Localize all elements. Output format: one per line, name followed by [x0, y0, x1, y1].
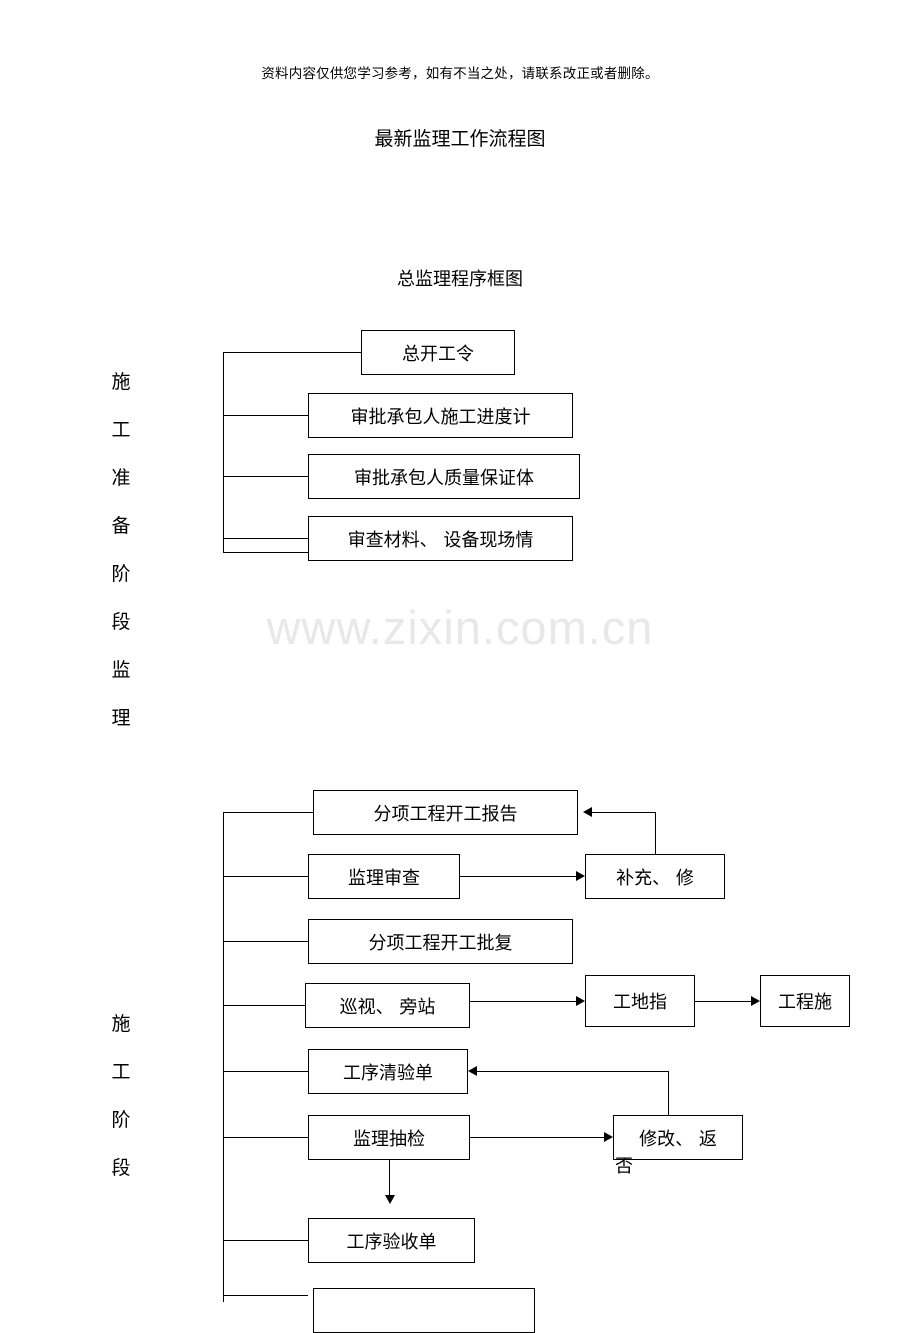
stage1-char-3: 备 — [111, 515, 131, 537]
flow-box-supervision-review[interactable]: 监理审查 — [308, 854, 460, 899]
stage2-label: 施 工 阶 段 — [106, 1000, 136, 1192]
flow-box-supervision-sampling[interactable]: 监理抽检 — [308, 1115, 470, 1160]
page-title: 最新监理工作流程图 — [374, 128, 546, 150]
flow-box-subproject-start-approval[interactable]: 分项工程开工批复 — [308, 919, 573, 964]
stage2-branch-3 — [223, 941, 308, 943]
stage2-branch-5 — [223, 1071, 308, 1073]
connector-supplement-to-report — [592, 812, 655, 814]
connector-supplement-up — [655, 812, 657, 854]
arrow-rework-to-clearance — [468, 1066, 477, 1076]
stage1-char-1: 工 — [111, 419, 131, 441]
flow-box-project-construction[interactable]: 工程施 — [760, 975, 850, 1027]
stage2-branch-4 — [223, 1005, 308, 1007]
stray-label-no: 否 — [615, 1156, 633, 1177]
stage2-branch-2 — [223, 876, 308, 878]
stage2-char-1: 工 — [111, 1061, 131, 1083]
stage2-branch-6 — [223, 1137, 308, 1139]
arrow-sampling-to-rework — [604, 1132, 613, 1142]
flow-box-supplement-revise[interactable]: 补充、 修 — [585, 854, 725, 899]
stage1-branch-3 — [223, 476, 308, 478]
flow-box-site-instruction[interactable]: 工地指 — [585, 975, 695, 1027]
flow-box-partial-bottom[interactable] — [313, 1288, 535, 1333]
stage2-branch-7 — [223, 1240, 308, 1242]
section-title: 总监理程序框图 — [397, 269, 523, 290]
flow-box-subproject-start-report[interactable]: 分项工程开工报告 — [313, 790, 578, 835]
flow-box-total-start-order[interactable]: 总开工令 — [361, 330, 515, 375]
flow-box-process-clearance-sheet[interactable]: 工序清验单 — [308, 1049, 468, 1094]
flow-box-inspection-standby[interactable]: 巡视、 旁站 — [305, 983, 470, 1028]
connector-review-to-supplement — [460, 876, 576, 878]
arrow-sampling-down — [385, 1195, 395, 1204]
flow-box-approve-quality-system[interactable]: 审批承包人质量保证体 — [308, 454, 580, 499]
stage1-char-0: 施 — [111, 371, 131, 393]
flow-box-modify-rework[interactable]: 修改、 返 — [613, 1115, 743, 1160]
stage1-branch-1 — [223, 352, 361, 354]
stage2-char-0: 施 — [111, 1013, 131, 1035]
flow-box-check-materials[interactable]: 审查材料、 设备现场情 — [308, 516, 573, 561]
stage1-char-4: 阶 — [111, 563, 131, 585]
stage1-char-7: 理 — [111, 707, 131, 729]
flow-box-approve-schedule[interactable]: 审批承包人施工进度计 — [308, 393, 573, 438]
arrow-inspection-to-site — [576, 996, 585, 1006]
stage1-char-2: 准 — [111, 467, 131, 489]
arrow-review-to-supplement — [576, 871, 585, 881]
connector-site-to-construction — [695, 1001, 751, 1003]
arrow-supplement-to-report — [583, 807, 592, 817]
connector-rework-to-clearance — [477, 1071, 668, 1073]
stage2-branch-8 — [223, 1295, 308, 1297]
stage1-char-6: 监 — [111, 659, 131, 681]
header-disclaimer: 资料内容仅供您学习参考，如有不当之处，请联系改正或者删除。 — [261, 66, 659, 82]
connector-rework-up — [668, 1071, 670, 1115]
stage1-branch-2 — [223, 415, 308, 417]
flow-box-process-acceptance-sheet[interactable]: 工序验收单 — [308, 1218, 475, 1263]
arrow-site-to-construction — [751, 996, 760, 1006]
connector-inspection-to-site — [470, 1001, 576, 1003]
stage1-spine — [223, 352, 225, 552]
stage2-char-2: 阶 — [111, 1109, 131, 1131]
document-page: 资料内容仅供您学习参考，如有不当之处，请联系改正或者删除。 最新监理工作流程图 … — [106, 66, 850, 1333]
stage2-spine — [223, 812, 225, 1302]
stage1-char-5: 段 — [111, 611, 131, 633]
stage2-char-3: 段 — [111, 1157, 131, 1179]
stage1-spine-bottom — [223, 552, 308, 554]
connector-sampling-to-rework — [470, 1137, 604, 1139]
stage1-label: 施 工 准 备 阶 段 监 理 — [106, 358, 136, 742]
watermark: www.zixin.com.cn — [266, 601, 654, 654]
stage2-branch-1 — [223, 812, 313, 814]
stage1-branch-4 — [223, 538, 308, 540]
connector-sampling-down — [389, 1160, 391, 1195]
